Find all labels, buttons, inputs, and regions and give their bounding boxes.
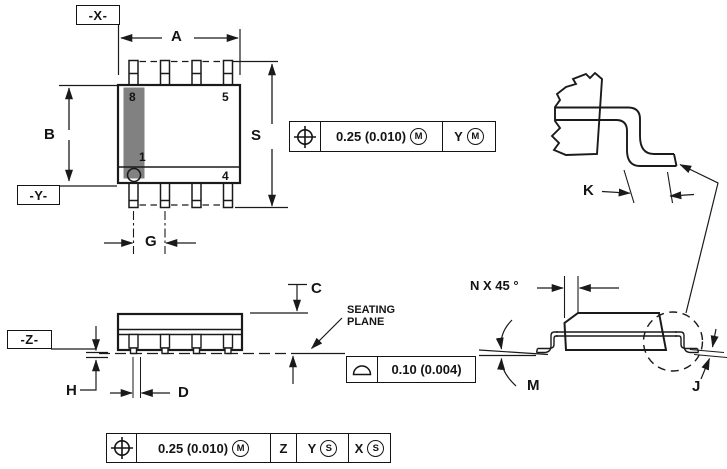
lead-detail-linework <box>550 71 719 314</box>
pin1-indicator-circle <box>126 167 142 183</box>
seating-plane-note-line2: PLANE <box>347 316 385 328</box>
tolerance-value: 0.25 (0.010) <box>157 440 229 456</box>
dim-h-lines <box>80 326 108 391</box>
datum-z-label: -Z- <box>20 332 39 347</box>
position-tolerance-frame-bottom: 0.25 (0.010) M Z Y S X S <box>106 433 391 463</box>
datum-ref-x: X <box>354 440 364 456</box>
side-view-linework <box>51 283 345 398</box>
pin1-side-shaded-bar <box>123 87 145 179</box>
dim-g-lines <box>104 211 196 254</box>
pin4-number: 4 <box>222 169 229 183</box>
dim-j-lines <box>689 328 727 380</box>
flatness-value: 0.10 (0.004) <box>391 362 462 377</box>
datum-y-label: -Y- <box>29 187 48 203</box>
profile-of-surface-icon <box>352 365 372 376</box>
detail-leader-line <box>679 163 719 314</box>
seating-plane-note-line1: SEATING <box>347 304 396 316</box>
dim-j-label: J <box>692 378 701 395</box>
position-symbol-cell <box>290 122 320 151</box>
profile-symbol-cell <box>347 357 377 382</box>
dim-a-label: A <box>171 28 182 45</box>
flatness-value-cell: 0.10 (0.004) <box>377 357 475 382</box>
end-view-linework <box>478 276 727 387</box>
seating-plane-note: SEATING PLANE <box>347 304 395 328</box>
seating-plane-tolerance-frame: 0.10 (0.004) <box>346 356 476 383</box>
dim-s-label: S <box>251 127 262 144</box>
datum-flag-z: -Z- <box>7 330 52 349</box>
chamfer-label: N X 45 ° <box>470 278 519 293</box>
dim-m-lines <box>478 319 549 387</box>
dim-c-lines <box>250 283 308 384</box>
tolerance-value: 0.25 (0.010) <box>335 129 407 144</box>
end-view-leads <box>535 331 700 354</box>
datum-ref-z: Z <box>279 440 288 456</box>
tolerance-value-cell: 0.25 (0.010) M <box>136 434 270 462</box>
mmc-modifier-icon: M <box>410 128 428 145</box>
dim-d-lines <box>110 357 170 398</box>
datum-reference-cell-z: Z <box>270 434 296 462</box>
pin1-number: 1 <box>139 150 146 164</box>
datum-flag-y: -Y- <box>17 185 60 205</box>
datum-reference-cell: Y M <box>442 122 495 151</box>
datum-ref-y: Y <box>454 129 463 144</box>
dim-n-lines <box>537 276 619 318</box>
bottom-pins <box>128 182 234 209</box>
dim-m-label: M <box>527 377 540 394</box>
mmc-modifier-icon: M <box>466 128 484 145</box>
datum-flag-x: -X- <box>76 5 120 25</box>
top-view-linework <box>58 24 288 254</box>
rfs-modifier-icon: S <box>367 439 385 457</box>
detail-circle <box>642 311 704 372</box>
dim-c-label: C <box>311 280 322 297</box>
top-pins <box>128 59 234 86</box>
dim-k-lines <box>601 169 695 204</box>
seating-plane-leader <box>311 317 343 349</box>
pin8-number: 8 <box>129 90 136 104</box>
dim-h-label: H <box>66 382 77 399</box>
pin5-number: 5 <box>222 90 229 104</box>
tolerance-value-cell: 0.25 (0.010) M <box>320 122 442 151</box>
dim-k-label: K <box>583 182 594 199</box>
position-tolerance-frame-top: 0.25 (0.010) M Y M <box>289 121 496 152</box>
datum-ref-y: Y <box>307 440 317 456</box>
package-body-outline <box>116 83 242 185</box>
dim-g-label: G <box>145 233 157 250</box>
dim-d-label: D <box>178 384 189 401</box>
position-tolerance-icon <box>110 437 133 459</box>
dim-b-label: B <box>44 126 55 143</box>
rfs-modifier-icon: S <box>320 439 338 457</box>
datum-x-label: -X- <box>88 7 108 23</box>
body-break-section <box>550 71 603 156</box>
position-tolerance-icon <box>294 125 316 148</box>
position-symbol-cell <box>107 434 136 462</box>
mmc-modifier-icon: M <box>232 439 250 457</box>
datum-reference-cell-y: Y S <box>296 434 348 462</box>
datum-reference-cell-x: X S <box>348 434 390 462</box>
